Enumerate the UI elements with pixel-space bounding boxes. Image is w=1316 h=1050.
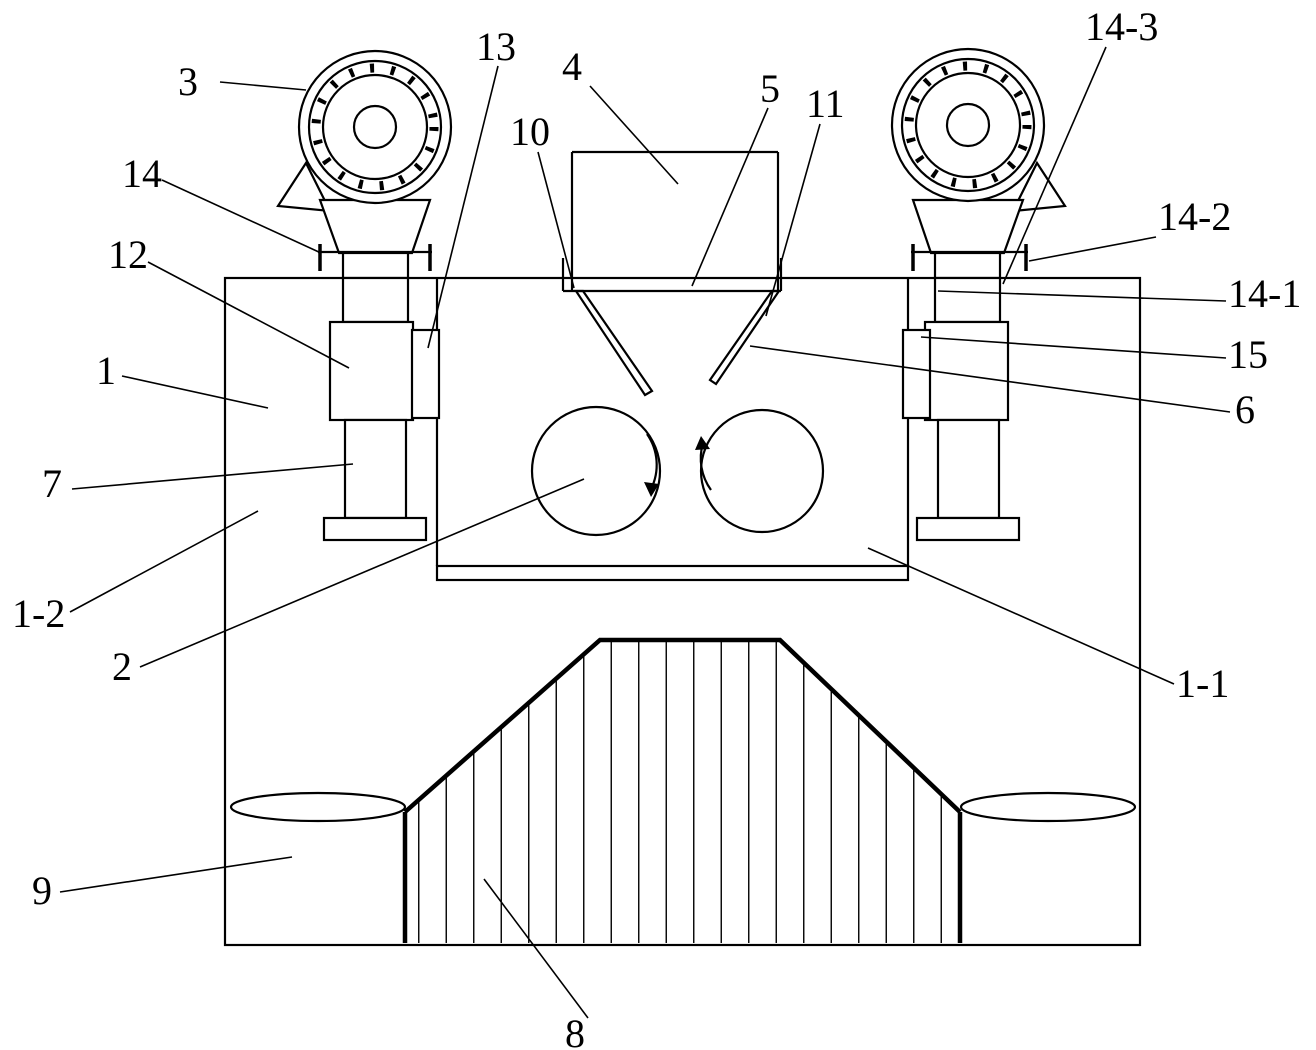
screen-hatch-area <box>405 640 960 943</box>
rollers <box>530 405 825 537</box>
leader-1-1 <box>867 547 1175 685</box>
chamber-floor <box>435 564 910 582</box>
label-11: 11 <box>806 81 845 126</box>
collection-trough-right <box>959 791 1137 823</box>
leader-14-3 <box>1002 46 1107 285</box>
label-14-1: 14-1 <box>1228 271 1301 316</box>
label-14: 14 <box>122 151 162 196</box>
discharge-screen <box>402 637 963 943</box>
label-13: 13 <box>476 24 516 69</box>
leader-15 <box>920 336 1227 359</box>
collection-trough-left <box>229 791 407 823</box>
left-bearing-housing <box>410 328 441 420</box>
label-1: 1 <box>96 348 116 393</box>
left-motor-ring-inner <box>321 73 429 181</box>
label-12: 12 <box>108 232 148 277</box>
roller-right <box>699 408 825 534</box>
right-neck <box>933 251 1002 280</box>
right-motor-bolt-ring <box>904 61 1032 189</box>
right-base-flange <box>915 516 1021 542</box>
left-motor-ring-outer <box>307 59 443 195</box>
rotation-arrowhead-right <box>695 436 710 450</box>
leader-12 <box>147 261 350 369</box>
leader-13 <box>427 65 499 349</box>
right-motor-assembly <box>890 47 1067 542</box>
right-motor-ear <box>1011 160 1067 213</box>
left-support-column <box>343 418 408 520</box>
label-14-3: 14-3 <box>1085 4 1158 49</box>
leader-14-1 <box>937 290 1227 302</box>
leader-5 <box>691 107 769 287</box>
rotation-arrowhead-left <box>644 482 659 497</box>
leader-6 <box>749 345 1231 413</box>
label-3: 3 <box>178 59 198 104</box>
leader-3 <box>219 81 307 91</box>
label-8: 8 <box>565 1011 585 1050</box>
label-1-1: 1-1 <box>1176 661 1229 706</box>
left-motor-shaft <box>352 104 398 150</box>
leader-9 <box>59 856 293 893</box>
leader-7 <box>71 463 354 490</box>
left-motor-body <box>318 198 432 255</box>
left-motor-bolt-ring <box>311 63 439 191</box>
label-9: 9 <box>32 868 52 913</box>
left-base-flange <box>322 516 428 542</box>
label-4: 4 <box>562 44 582 89</box>
right-bearing-housing <box>901 328 932 420</box>
label-5: 5 <box>760 66 780 111</box>
leader-1 <box>121 375 269 409</box>
leader-lines <box>59 46 1231 1019</box>
label-14-2: 14-2 <box>1158 194 1231 239</box>
label-15: 15 <box>1228 332 1268 377</box>
crushing-chamber <box>435 278 910 582</box>
leader-2 <box>139 478 585 668</box>
leader-11 <box>765 123 821 317</box>
feed-hopper <box>561 150 783 293</box>
right-support-column <box>936 418 1001 520</box>
right-upper-column <box>933 276 1002 324</box>
leader-8 <box>483 878 589 1019</box>
roller-left <box>530 405 662 537</box>
leader-4 <box>589 85 679 185</box>
label-1-2: 1-2 <box>12 591 65 636</box>
right-motor-shaft <box>945 102 991 148</box>
left-motor-ear <box>276 160 332 213</box>
label-7: 7 <box>42 461 62 506</box>
label-6: 6 <box>1235 387 1255 432</box>
leader-14 <box>161 179 322 254</box>
reference-labels: 3 13 4 5 10 11 14-3 14 14-2 12 14-1 1 15… <box>12 4 1301 1050</box>
label-10: 10 <box>510 109 550 154</box>
right-motor-ring-outer <box>900 57 1036 193</box>
label-2: 2 <box>112 644 132 689</box>
right-motor-body <box>911 198 1025 255</box>
left-neck <box>341 251 410 280</box>
right-motor-ring-inner <box>914 71 1022 179</box>
leader-10 <box>537 151 575 289</box>
left-mount-block <box>328 320 415 422</box>
leader-14-2 <box>1028 236 1157 262</box>
left-upper-column <box>341 276 410 324</box>
leader-1-2 <box>69 510 259 613</box>
left-motor-assembly <box>276 49 453 542</box>
screen-top-edge <box>403 637 962 814</box>
